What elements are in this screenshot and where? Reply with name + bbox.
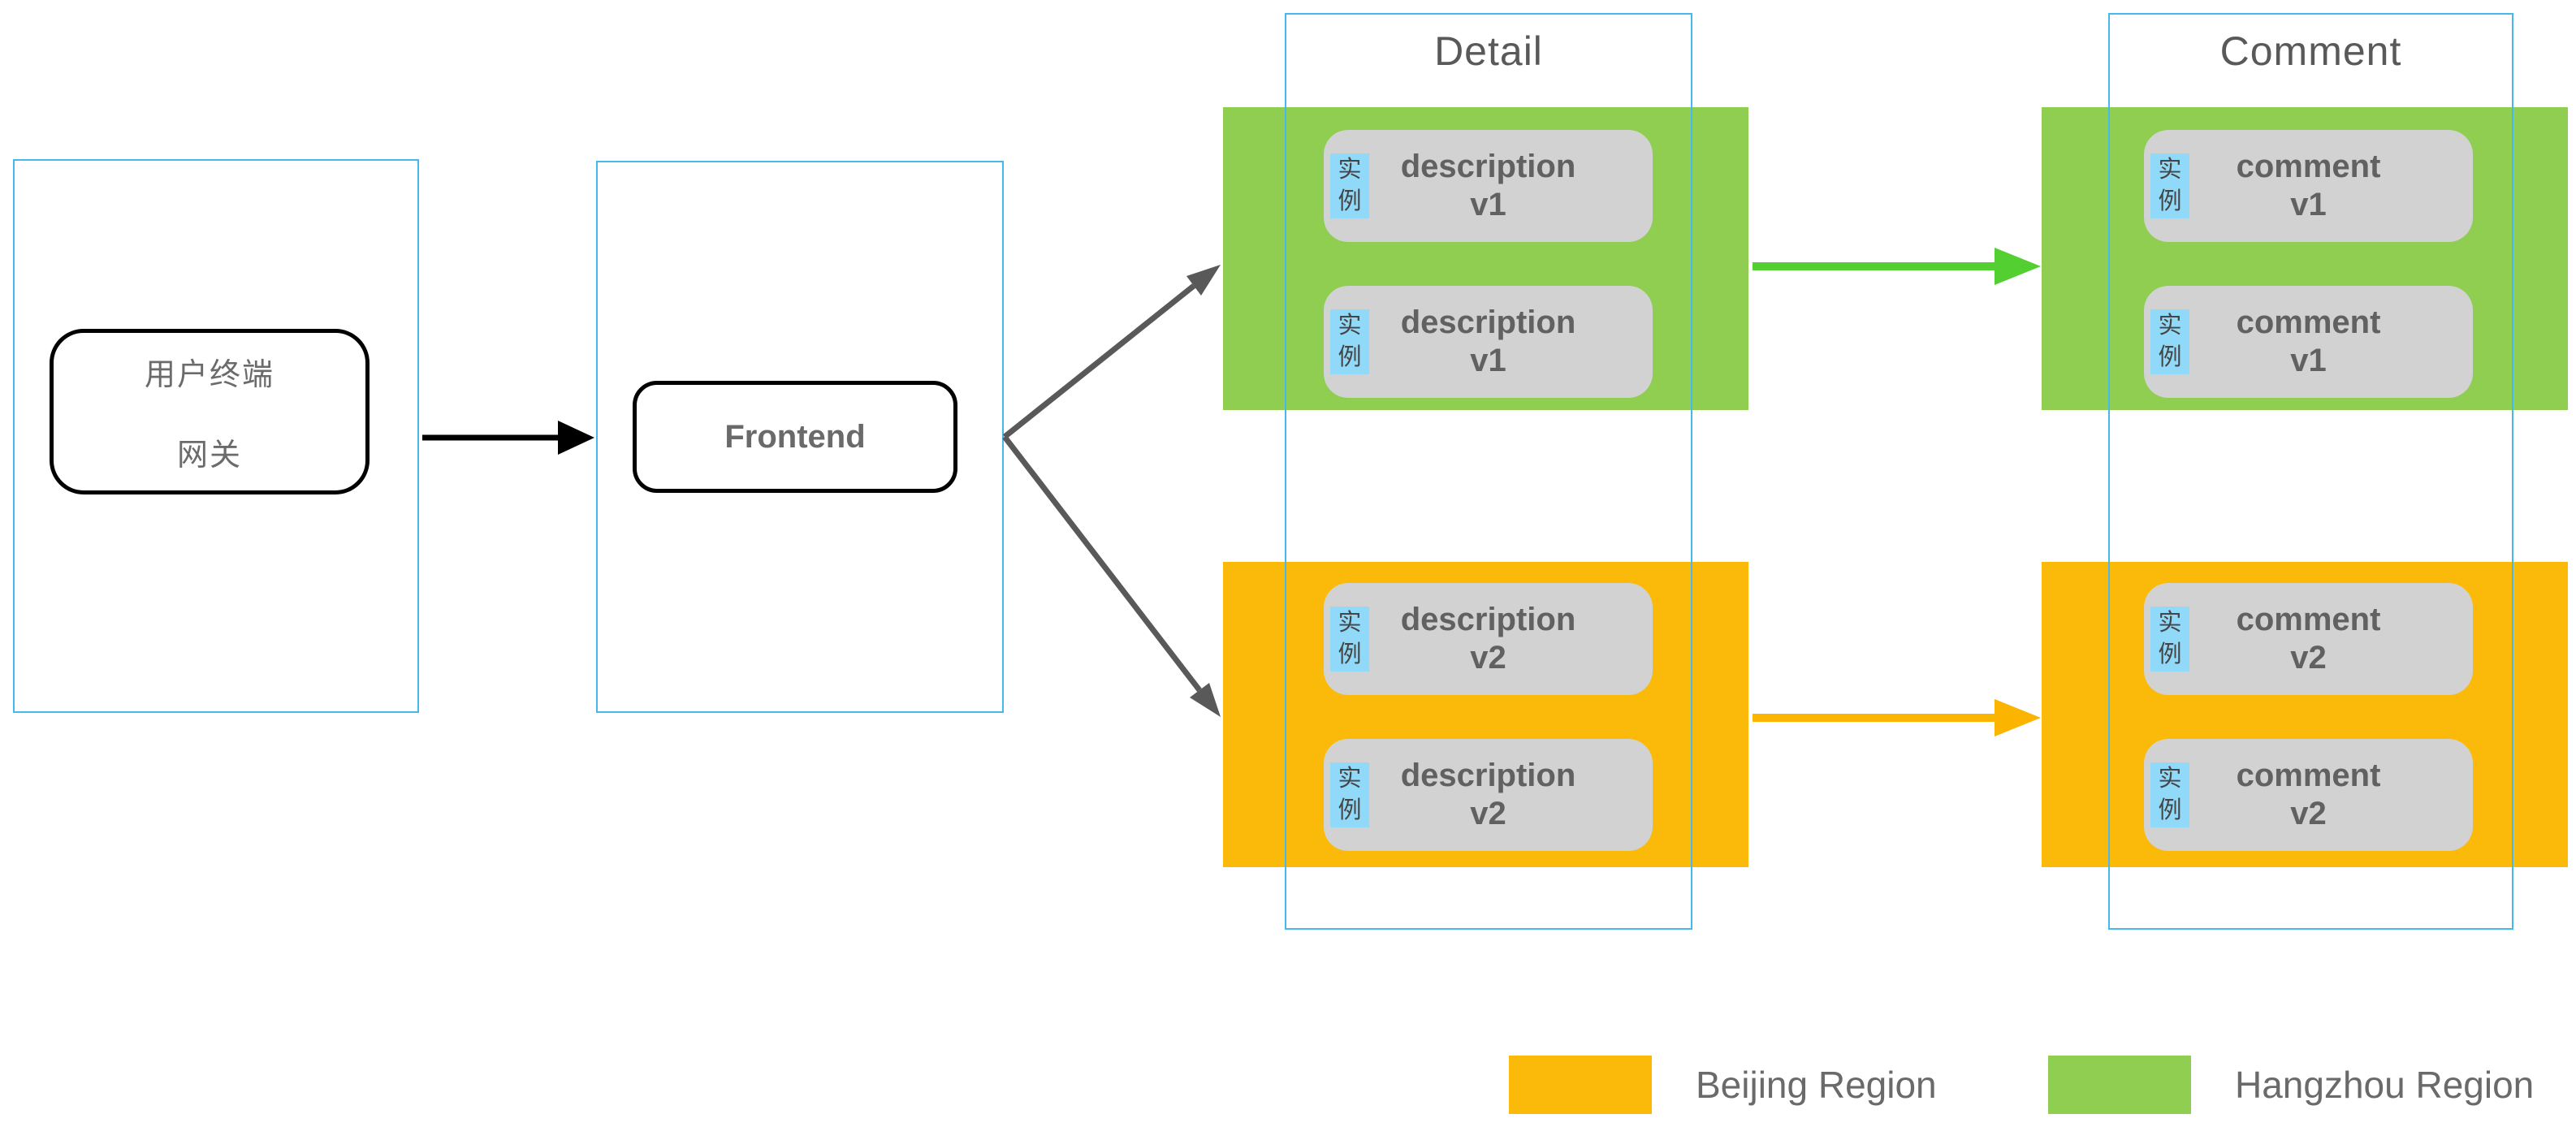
user-gateway-line2: 网关 bbox=[176, 438, 242, 473]
instance-label: description v2 bbox=[1400, 601, 1576, 676]
instance-label: description v1 bbox=[1400, 148, 1576, 222]
legend-label-beijing: Beijing Region bbox=[1696, 1064, 1937, 1106]
arrow-frontend-to-detail-v2 bbox=[1002, 434, 1221, 717]
arrow-frontend-to-detail-v1 bbox=[1002, 265, 1221, 439]
frontend-label: Frontend bbox=[724, 418, 866, 455]
comment-beijing-instance-2: 实例 comment v2 bbox=[2144, 739, 2473, 851]
instance-label: description v1 bbox=[1400, 304, 1576, 378]
frontend-node: Frontend bbox=[633, 381, 957, 493]
user-gateway-line1: 用户终端 bbox=[144, 358, 274, 392]
instance-label: comment v1 bbox=[2236, 148, 2381, 222]
instance-tag: 实例 bbox=[2150, 762, 2189, 827]
comment-column: Comment bbox=[2108, 13, 2513, 930]
instance-tag: 实例 bbox=[2150, 309, 2189, 374]
instance-tag: 实例 bbox=[1330, 153, 1369, 218]
instance-tag: 实例 bbox=[1330, 607, 1369, 671]
legend-label-hangzhou: Hangzhou Region bbox=[2235, 1064, 2535, 1106]
user-gateway-node: 用户终端 网关 bbox=[50, 329, 370, 494]
instance-label: description v2 bbox=[1400, 757, 1576, 831]
instance-tag: 实例 bbox=[1330, 762, 1369, 827]
instance-tag: 实例 bbox=[2150, 607, 2189, 671]
comment-hangzhou-instance-2: 实例 comment v1 bbox=[2144, 286, 2473, 398]
detail-hangzhou-instance-1: 实例 description v1 bbox=[1324, 130, 1653, 242]
arrow-detail-to-comment-beijing bbox=[1753, 699, 2041, 736]
arrow-gateway-to-frontend bbox=[422, 421, 594, 455]
instance-label: comment v2 bbox=[2236, 757, 2381, 831]
comment-beijing-instance-1: 实例 comment v2 bbox=[2144, 583, 2473, 695]
instance-tag: 实例 bbox=[2150, 153, 2189, 218]
user-gateway-container bbox=[13, 159, 419, 713]
comment-column-title: Comment bbox=[2219, 28, 2402, 74]
detail-column-title: Detail bbox=[1434, 28, 1543, 74]
legend-swatch-hangzhou bbox=[2048, 1056, 2191, 1114]
detail-beijing-instance-1: 实例 description v2 bbox=[1324, 583, 1653, 695]
detail-beijing-instance-2: 实例 description v2 bbox=[1324, 739, 1653, 851]
instance-label: comment v1 bbox=[2236, 304, 2381, 378]
legend-swatch-beijing bbox=[1509, 1056, 1652, 1114]
detail-hangzhou-instance-2: 实例 description v1 bbox=[1324, 286, 1653, 398]
instance-tag: 实例 bbox=[1330, 309, 1369, 374]
detail-column: Detail bbox=[1285, 13, 1692, 930]
instance-label: comment v2 bbox=[2236, 601, 2381, 676]
arrow-detail-to-comment-hangzhou bbox=[1753, 248, 2041, 285]
comment-hangzhou-instance-1: 实例 comment v1 bbox=[2144, 130, 2473, 242]
